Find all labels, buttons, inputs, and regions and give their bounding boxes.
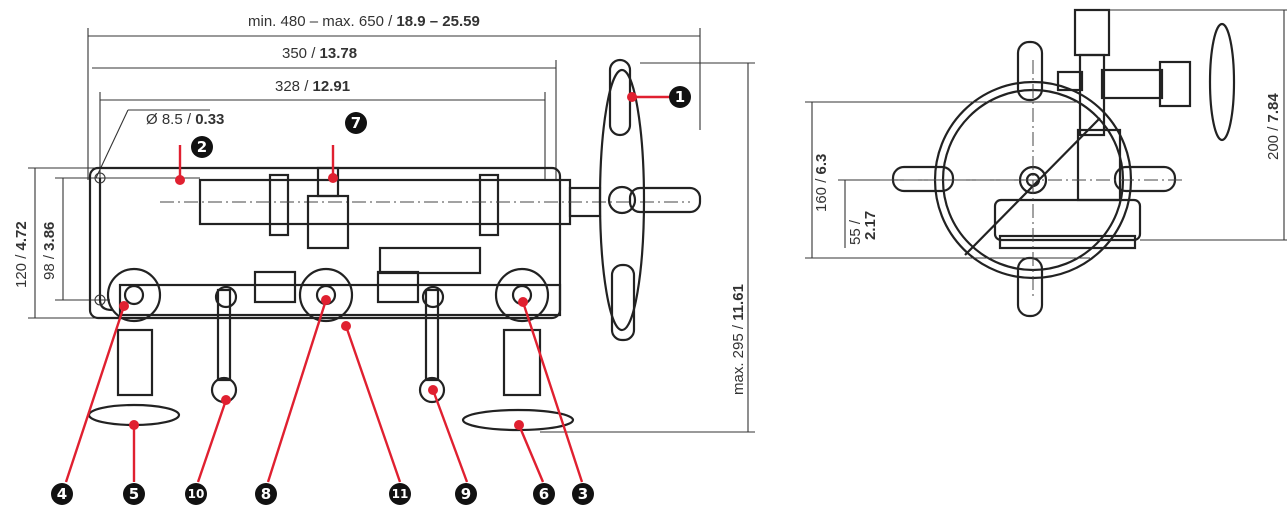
callout-6: 6	[533, 483, 555, 505]
callout-9: 9	[455, 483, 477, 505]
dim-length-350: 350 / 13.78	[282, 45, 357, 62]
callout-4: 4	[51, 483, 73, 505]
dim-side-55: 55 /	[847, 219, 864, 245]
callout-11: 11	[389, 483, 411, 505]
svg-text:6: 6	[539, 485, 549, 503]
callout-1: 1	[669, 86, 691, 108]
svg-text:10: 10	[188, 487, 205, 501]
svg-text:1: 1	[675, 88, 685, 106]
callout-5: 5	[123, 483, 145, 505]
callout-2: 2	[191, 136, 213, 158]
dimension-lines	[28, 28, 755, 433]
dim-height-295: max. 295 / 11.61	[730, 284, 747, 395]
side-view	[805, 8, 1287, 318]
callout-8: 8	[255, 483, 277, 505]
svg-text:11: 11	[392, 487, 409, 501]
dim-height-120: 120 / 4.72	[13, 221, 30, 288]
callout-7: 7	[345, 112, 367, 134]
callout-10: 10	[185, 483, 207, 505]
svg-text:8: 8	[261, 485, 271, 503]
dim-side-55-in: 2.17	[862, 211, 879, 240]
dim-side-200: 200 / 7.84	[1265, 93, 1282, 160]
svg-text:2: 2	[197, 138, 207, 156]
svg-text:3: 3	[578, 485, 588, 503]
callout-leaders	[64, 92, 670, 483]
dim-side-160: 160 / 6.3	[813, 154, 830, 212]
svg-text:5: 5	[129, 485, 139, 503]
svg-text:4: 4	[57, 485, 67, 503]
dim-height-98: 98 / 3.86	[41, 222, 58, 280]
dim-overall-length: min. 480 – max. 650 / 18.9 – 25.59	[248, 13, 480, 30]
dim-bore: Ø 8.5 / 0.33	[146, 111, 224, 128]
callout-3: 3	[572, 483, 594, 505]
svg-text:9: 9	[461, 485, 471, 503]
front-view	[87, 58, 702, 432]
dim-length-328: 328 / 12.91	[275, 78, 350, 95]
svg-text:7: 7	[351, 114, 361, 132]
